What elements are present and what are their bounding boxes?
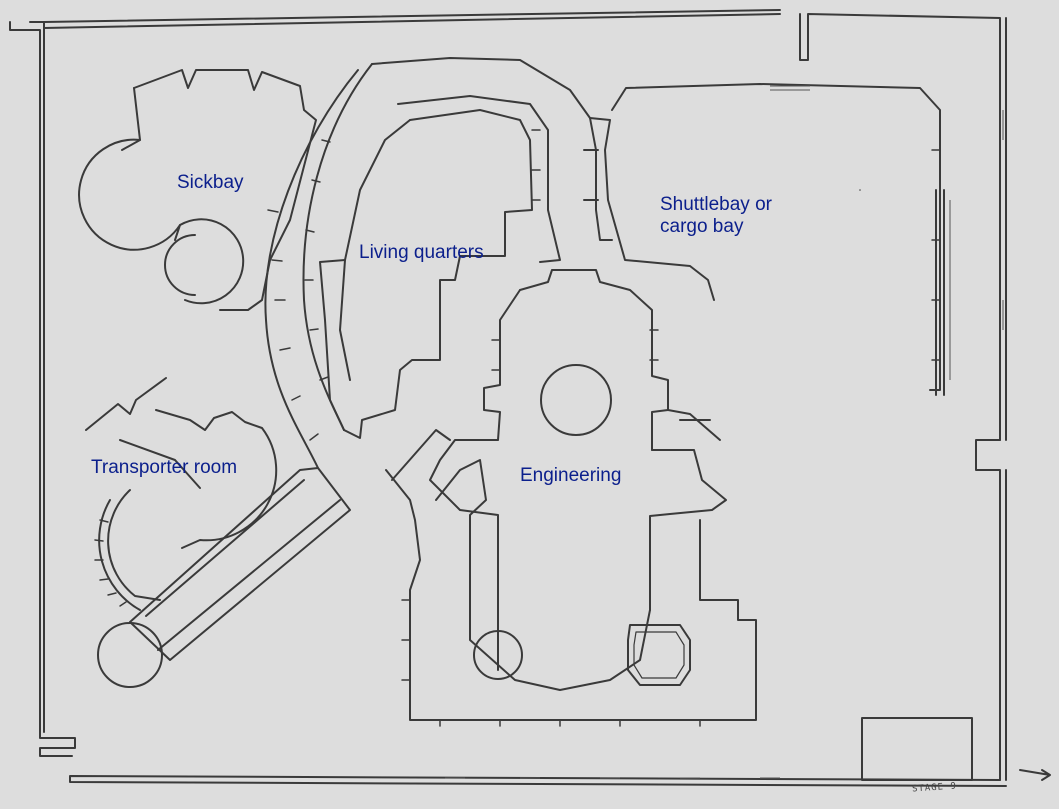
engineering-wall: [385, 469, 757, 721]
shuttlebay-wall: [611, 83, 941, 391]
living-quarters-wall: [319, 259, 346, 431]
sickbay-door-arc: [164, 234, 196, 296]
transporter-wall: [155, 409, 278, 549]
transporter-chamber: [97, 622, 163, 688]
shuttlebay-wall: [583, 149, 599, 201]
transporter-pad-arc: [107, 489, 161, 601]
sickbay-wall: [133, 69, 317, 311]
engineering-wall: [649, 449, 727, 611]
living-quarters-wall: [339, 119, 411, 381]
living-quarters-wall: [343, 109, 533, 439]
curved-corridor: [264, 69, 359, 469]
sickbay-label: Sickbay: [177, 172, 244, 193]
engineering-wall: [667, 409, 721, 441]
jefferies-tube-inner: [633, 631, 685, 679]
warp-core: [540, 364, 612, 436]
engineering-circle: [473, 630, 523, 680]
storage-room: [861, 717, 973, 781]
transporter-wall: [85, 377, 167, 431]
living-quarters-wall: [397, 95, 561, 263]
living-quarters-label: Living quarters: [359, 242, 484, 263]
shuttlebay-label: Shuttlebay or cargo bay: [660, 194, 772, 238]
door-hatch: [770, 85, 1004, 380]
engineering-label: Engineering: [520, 465, 622, 486]
outer-wall: [975, 439, 1007, 781]
curved-corridor: [302, 63, 373, 431]
wall-ticks: [94, 519, 127, 607]
sickbay-door-arc: [179, 218, 245, 305]
shuttlebay-label-line2: cargo bay: [660, 215, 744, 237]
engineering-wall: [435, 459, 651, 691]
transporter-wall: [119, 439, 201, 489]
transporter-pad-arc: [98, 499, 141, 611]
living-quarters-wall: [371, 57, 613, 241]
engineering-wall: [391, 429, 451, 481]
living-quarters-wall: [589, 117, 715, 301]
outer-wall: [1019, 769, 1051, 781]
jefferies-tube: [627, 624, 691, 686]
outer-wall: [29, 9, 781, 29]
engineering-wall: [429, 289, 521, 671]
shuttlebay-wall: [935, 189, 945, 396]
wall-ticks: [267, 129, 941, 727]
transporter-corridor: [145, 479, 341, 651]
outer-wall: [799, 13, 1007, 441]
sickbay-wall: [78, 138, 181, 251]
outer-wall: [9, 21, 76, 757]
engineering-wall: [519, 269, 669, 451]
transporter-room-label: Transporter room: [91, 457, 238, 478]
transporter-corridor: [129, 467, 351, 661]
shuttlebay-label-line1: Shuttlebay or: [660, 194, 772, 215]
